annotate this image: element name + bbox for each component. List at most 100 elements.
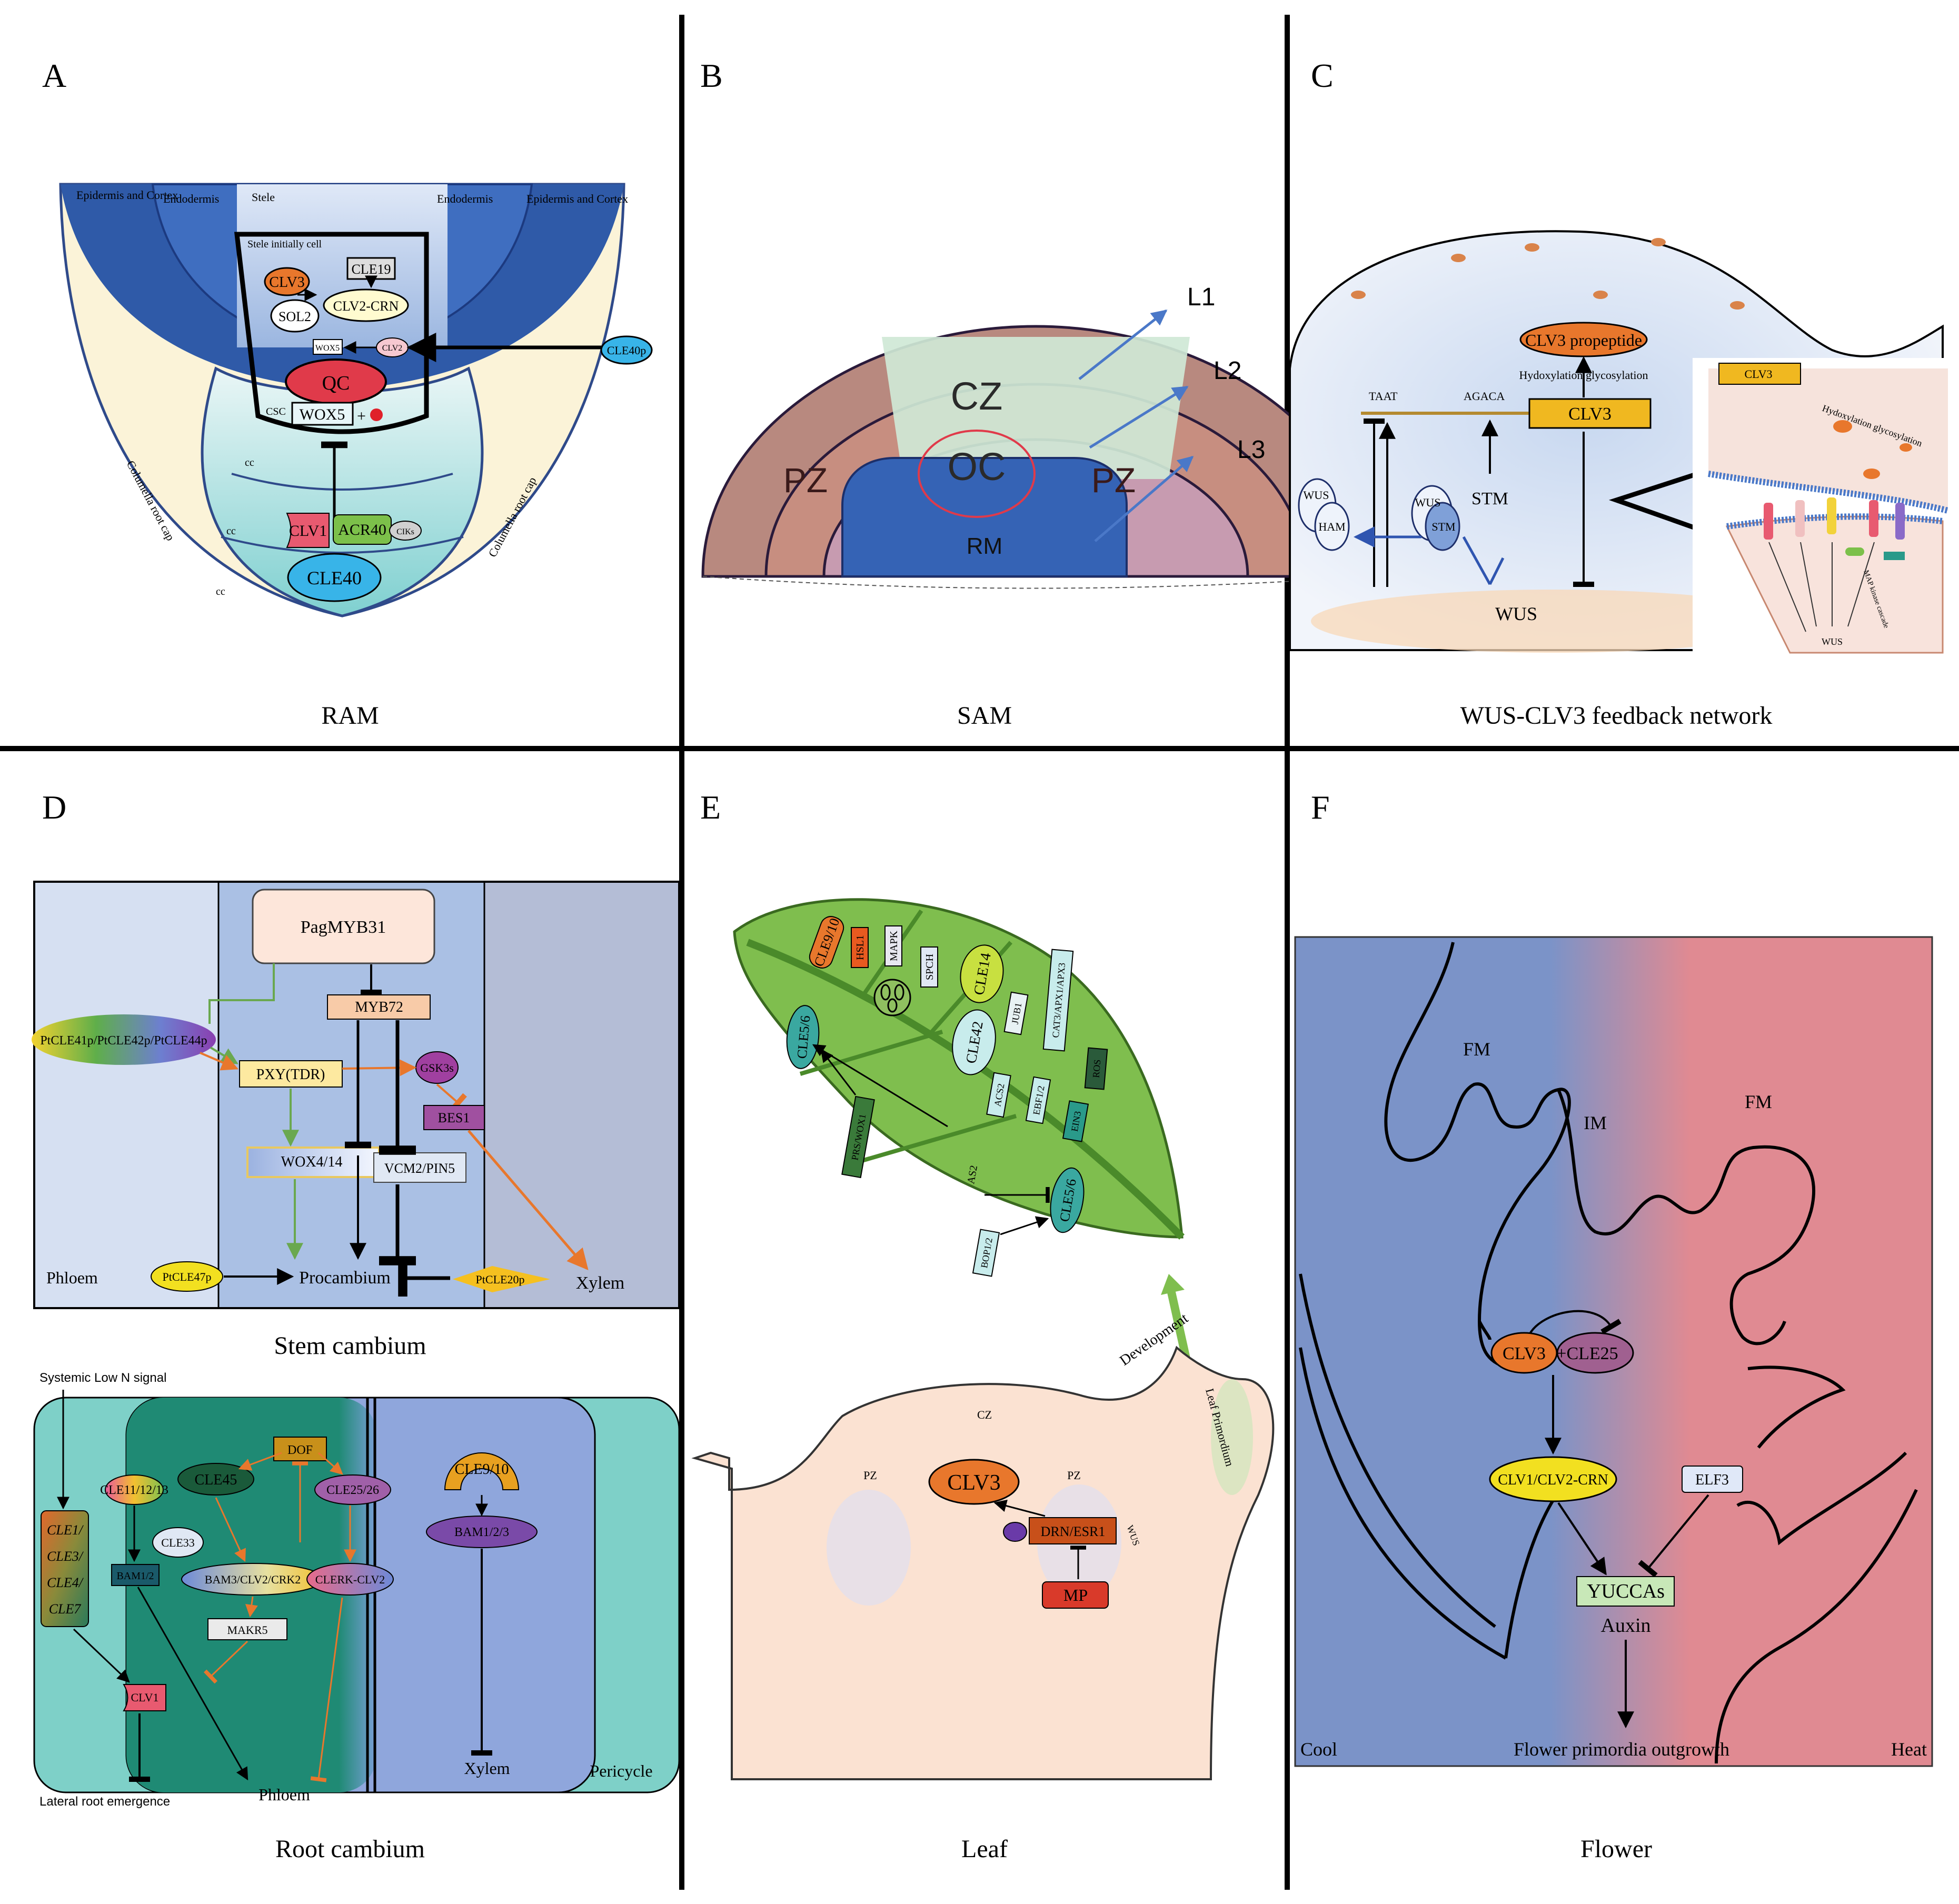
label-oc: OC xyxy=(948,445,1006,489)
wox5-small-node xyxy=(313,339,343,355)
stomata-icon xyxy=(873,979,911,1016)
svg-text:CLV3: CLV3 xyxy=(1745,367,1773,381)
ptcle20p-node xyxy=(453,1266,550,1292)
svg-text:CLE4/: CLE4/ xyxy=(47,1575,84,1590)
svg-text:BAM1/2/3: BAM1/2/3 xyxy=(454,1526,509,1539)
svg-text:Flower primordia outgrowth: Flower primordia outgrowth xyxy=(1514,1739,1729,1760)
development-arrow xyxy=(1167,1291,1191,1364)
svg-text:CLE25/26: CLE25/26 xyxy=(326,1483,379,1497)
svg-text:FM: FM xyxy=(1463,1039,1490,1060)
clerk-clv2-node xyxy=(306,1563,394,1596)
svg-text:HSL1: HSL1 xyxy=(854,935,866,960)
panel-a-letter: A xyxy=(42,57,66,94)
elf3-node xyxy=(1682,1466,1743,1493)
svg-text:CLV3: CLV3 xyxy=(1503,1344,1546,1363)
panel-f: F FM IM FM CLV3 +CLE25 CLV1/CLV2-CRN ELF… xyxy=(1294,789,1933,1863)
panel-c-caption: WUS-CLV3 feedback network xyxy=(1460,702,1773,730)
ptcle47p-node xyxy=(151,1261,223,1292)
fm-left-outline xyxy=(1384,942,1571,1370)
panel-e: E CLE9/10 HSL1 MAPK SPCH CLE14 xyxy=(691,789,1275,1863)
pxy-tdr-node xyxy=(239,1060,343,1088)
label-stele-initial: Stele initially cell xyxy=(247,238,322,250)
bop1-2-node xyxy=(972,1229,1000,1277)
svg-text:CZ: CZ xyxy=(977,1408,992,1421)
label-endodermis-left: Endodermis xyxy=(163,192,219,205)
sam-cz xyxy=(882,337,1190,479)
panel-b-letter: B xyxy=(700,57,723,94)
panel-a-caption: RAM xyxy=(321,702,379,730)
svg-text:SOL2: SOL2 xyxy=(279,309,311,324)
svg-text:Heat: Heat xyxy=(1891,1739,1927,1760)
panel-a: A Epidermis and Cortex Endodermis Stele … xyxy=(42,57,653,730)
svg-text:BES1: BES1 xyxy=(438,1110,470,1125)
panel-d-letter: D xyxy=(42,789,66,826)
panel-b-caption: SAM xyxy=(957,702,1012,730)
svg-text:PtCLE20p: PtCLE20p xyxy=(476,1273,525,1286)
ram-stele xyxy=(237,184,448,347)
drn-esr1-node xyxy=(1029,1517,1117,1544)
svg-text:CLV3: CLV3 xyxy=(1568,404,1612,424)
svg-text:+CLE25: +CLE25 xyxy=(1556,1344,1618,1363)
wox5-protein-dot xyxy=(370,408,383,421)
svg-text:SPCH: SPCH xyxy=(924,954,936,980)
label-l1: L1 xyxy=(1187,283,1215,311)
ciks-node xyxy=(389,521,422,541)
svg-text:CLV1/CLV2-CRN: CLV1/CLV2-CRN xyxy=(1498,1472,1608,1488)
cle9-10-leaf-node xyxy=(809,916,844,969)
svg-text:MAPK: MAPK xyxy=(888,931,900,961)
svg-text:cc: cc xyxy=(245,457,254,468)
cle25-26-node xyxy=(314,1474,391,1505)
panel-f-caption: Flower xyxy=(1580,1835,1652,1863)
label-cz: CZ xyxy=(951,374,1003,418)
sol2-node xyxy=(270,299,320,333)
label-lateral-root: Lateral root emergence xyxy=(39,1795,170,1809)
svg-text:YUCCAs: YUCCAs xyxy=(1587,1580,1665,1602)
svg-text:Cool: Cool xyxy=(1300,1739,1337,1760)
svg-text:DRN/ESR1: DRN/ESR1 xyxy=(1041,1524,1106,1539)
svg-text:PtCLE47p: PtCLE47p xyxy=(163,1270,212,1283)
cle40p-node xyxy=(600,335,653,365)
svg-text:PagMYB31: PagMYB31 xyxy=(301,918,386,937)
svg-text:CLERK-CLV2: CLERK-CLV2 xyxy=(315,1573,385,1586)
cle1-3-4-7-node xyxy=(41,1510,89,1627)
svg-text:ACR40: ACR40 xyxy=(338,521,386,539)
svg-text:CLE5/6: CLE5/6 xyxy=(794,1015,813,1060)
drn-partner-node xyxy=(1003,1522,1027,1542)
label-epidermis-left: Epidermis and Cortex xyxy=(76,188,178,202)
cle19-node xyxy=(346,257,396,280)
svg-text:PZ: PZ xyxy=(1067,1469,1081,1482)
svg-text:VCM2/PIN5: VCM2/PIN5 xyxy=(384,1161,455,1176)
svg-text:ELF3: ELF3 xyxy=(1695,1472,1729,1488)
label-csc: CSC xyxy=(266,406,286,417)
svg-text:ROS: ROS xyxy=(1091,1059,1103,1079)
cle11-12-13-node xyxy=(105,1474,164,1505)
svg-text:WOX4/14: WOX4/14 xyxy=(281,1154,343,1170)
svg-text:WOX5: WOX5 xyxy=(300,406,345,423)
svg-text:CLE1/: CLE1/ xyxy=(47,1522,84,1538)
svg-text:STM: STM xyxy=(1431,520,1455,533)
svg-text:MP: MP xyxy=(1063,1586,1088,1604)
cat3-apx-node xyxy=(1042,949,1074,1052)
svg-text:CLE7: CLE7 xyxy=(49,1601,82,1617)
svg-text:CLV1: CLV1 xyxy=(131,1691,159,1704)
svg-text:HAM: HAM xyxy=(1318,520,1345,533)
svg-text:cc: cc xyxy=(216,586,225,597)
wox5-node xyxy=(291,402,354,426)
label-endodermis-right: Endodermis xyxy=(437,192,493,205)
svg-text:WUS: WUS xyxy=(1822,636,1843,647)
svg-text:PZ: PZ xyxy=(863,1469,877,1482)
cle5-6-node-a xyxy=(786,1005,820,1069)
prs-wox1-node xyxy=(841,1095,875,1179)
svg-text:AGACA: AGACA xyxy=(1464,390,1505,403)
label-rm: RM xyxy=(967,533,1002,559)
svg-text:MYB72: MYB72 xyxy=(355,999,403,1015)
svg-text:Xylem: Xylem xyxy=(576,1273,625,1293)
panel-c: C CLV3 propeptide Hydoxylation glycosyla… xyxy=(1289,57,1951,730)
svg-text:BAM3/CLV2/CRK2: BAM3/CLV2/CRK2 xyxy=(205,1573,301,1586)
yuccas-node xyxy=(1576,1576,1675,1607)
svg-text:CLV3: CLV3 xyxy=(269,274,304,291)
svg-text:WUS: WUS xyxy=(1415,496,1441,509)
svg-text:CLV2-CRN: CLV2-CRN xyxy=(333,298,399,314)
ros-node xyxy=(1084,1047,1108,1090)
